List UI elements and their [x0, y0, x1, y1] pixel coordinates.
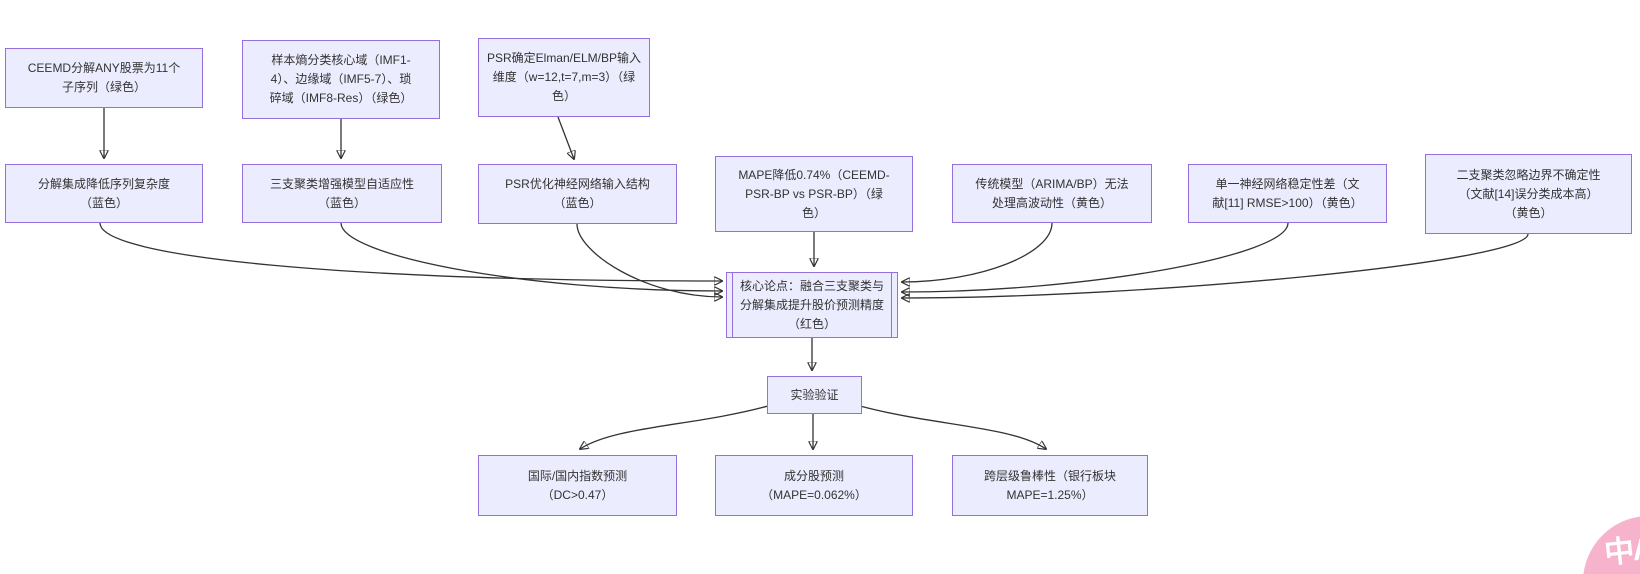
- edge-twoway-to-core: [902, 233, 1529, 298]
- node-ceemd-label: CEEMD分解ANY股票为11个 子序列（绿色）: [27, 61, 181, 94]
- edge-threeway-to-core: [340, 222, 722, 291]
- node-decomp-ensemble: 分解集成降低序列复杂度 （蓝色）: [5, 164, 203, 223]
- node-single-nn-label: 单一神经网络稳定性差（文 献[11] RMSE>100）（黄色）: [1212, 176, 1363, 210]
- node-sample-entropy-label: 样本熵分类核心域（IMF1- 4）、边缘域（IMF5-7）、琐 碎域（IMF8-…: [269, 53, 413, 105]
- node-two-way-label: 二支聚类忽略边界不确定性 （文献[14]误分类成本高） （黄色）: [1456, 167, 1601, 220]
- node-psr-optimize: PSR优化神经网络输入结构 （蓝色）: [478, 164, 677, 224]
- node-mape-reduce: MAPE降低0.74%（CEEMD- PSR-BP vs PSR-BP）（绿 色…: [715, 156, 913, 232]
- node-two-way: 二支聚类忽略边界不确定性 （文献[14]误分类成本高） （黄色）: [1425, 154, 1632, 234]
- node-single-nn: 单一神经网络稳定性差（文 献[11] RMSE>100）（黄色）: [1188, 164, 1387, 223]
- node-stock-prediction: 成分股预测 （MAPE=0.062%）: [715, 455, 913, 516]
- node-robustness: 跨层级鲁棒性（银行板块 MAPE=1.25%）: [952, 455, 1148, 516]
- node-traditional-label: 传统模型（ARIMA/BP）无法 处理高波动性（黄色）: [975, 176, 1129, 210]
- node-index-prediction-label: 国际/国内指数预测 （DC>0.47）: [527, 468, 628, 502]
- node-psr-input: PSR确定Elman/ELM/BP输入 维度（w=12,t=7,m=3）（绿 色…: [478, 38, 650, 117]
- node-mape-reduce-label: MAPE降低0.74%（CEEMD- PSR-BP vs PSR-BP）（绿 色…: [738, 167, 890, 220]
- node-traditional: 传统模型（ARIMA/BP）无法 处理高波动性（黄色）: [952, 164, 1152, 223]
- node-psr-optimize-label: PSR优化神经网络输入结构 （蓝色）: [505, 177, 650, 210]
- node-sample-entropy: 样本熵分类核心域（IMF1- 4）、边缘域（IMF5-7）、琐 碎域（IMF8-…: [242, 40, 440, 119]
- node-core-thesis-label: 核心论点：融合三支聚类与 分解集成提升股价预测精度 （红色）: [739, 278, 884, 331]
- node-core-thesis: 核心论点：融合三支聚类与 分解集成提升股价预测精度 （红色）: [726, 272, 898, 338]
- node-index-prediction: 国际/国内指数预测 （DC>0.47）: [478, 455, 677, 516]
- node-robustness-label: 跨层级鲁棒性（银行板块 MAPE=1.25%）: [983, 468, 1116, 502]
- node-psr-input-label: PSR确定Elman/ELM/BP输入 维度（w=12,t=7,m=3）（绿 色…: [486, 51, 642, 103]
- node-stock-prediction-label: 成分股预测 （MAPE=0.062%）: [761, 468, 867, 502]
- node-experiment: 实验验证: [767, 376, 862, 414]
- edge-psrinput-to-psropt: [557, 116, 574, 159]
- node-ceemd: CEEMD分解ANY股票为11个 子序列（绿色）: [5, 48, 203, 108]
- node-experiment-label: 实验验证: [790, 387, 839, 402]
- edge-experiment-to-indexpred: [580, 405, 769, 449]
- node-three-way: 三支聚类增强模型自适应性 （蓝色）: [242, 164, 442, 223]
- translate-fab-button[interactable]: 中A: [1583, 516, 1640, 574]
- edge-experiment-to-robustness: [859, 405, 1046, 449]
- edge-decomp-to-core: [99, 222, 722, 281]
- node-three-way-label: 三支聚类增强模型自适应性 （蓝色）: [269, 176, 414, 210]
- edge-traditional-to-core: [902, 222, 1053, 282]
- edge-psropt-to-core: [576, 223, 722, 297]
- edge-singlenn-to-core: [902, 222, 1289, 292]
- node-decomp-ensemble-label: 分解集成降低序列复杂度 （蓝色）: [37, 176, 170, 210]
- translate-fab-label: 中A: [1602, 532, 1640, 571]
